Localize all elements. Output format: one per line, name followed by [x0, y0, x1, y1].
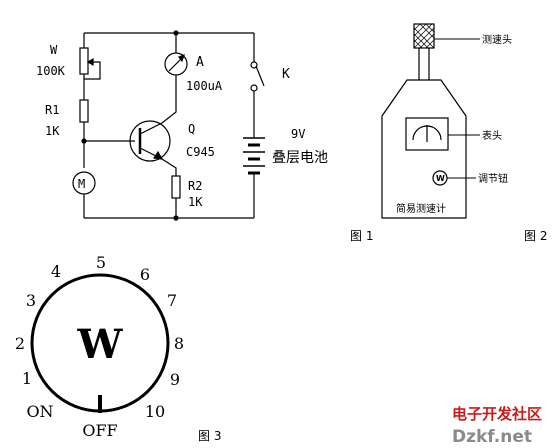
- dial-number-7: 7: [167, 291, 177, 310]
- switch-label: K: [282, 67, 290, 82]
- dial-number-5: 5: [96, 253, 106, 272]
- dial-number-labels: 1 2 34 5 67 8 9 10: [15, 253, 184, 421]
- r1-value: 1K: [45, 124, 60, 138]
- emitter-wire: [161, 158, 177, 176]
- resistor-r2-body: [171, 175, 181, 199]
- knob-label: 调节钮: [478, 172, 508, 185]
- meter-window: [405, 117, 449, 151]
- probe-label: 测速头: [482, 33, 512, 46]
- device-name: 简易测速计: [396, 202, 446, 215]
- dial-number-3: 3: [26, 291, 36, 310]
- dial-number-8: 8: [174, 334, 184, 353]
- ammeter-needle-tip: [178, 53, 185, 63]
- transistor-circle: [129, 120, 171, 162]
- circuit-diagram: [72, 30, 265, 221]
- battery-type: 叠层电池: [272, 150, 328, 166]
- dial-number-9: 9: [170, 370, 180, 389]
- figure-3-label: 图 3: [198, 429, 221, 443]
- dial-number-1: 1: [22, 369, 32, 388]
- potentiometer-arrow: [86, 57, 94, 67]
- transistor-label: Q: [188, 122, 195, 136]
- device-body: [381, 79, 467, 219]
- figure-2-label: 图 2: [524, 229, 547, 243]
- r2-label: R2: [188, 179, 202, 193]
- dial-number-6: 6: [140, 265, 150, 284]
- junction-node: [173, 30, 179, 36]
- transistor-model: C945: [186, 145, 215, 159]
- dial-diagram: W 1 2 34 5 67 8 9 10 ON OFF: [15, 253, 184, 440]
- potentiometer-body: [79, 47, 89, 75]
- switch-lever: [255, 65, 265, 87]
- dial-number-10: 10: [145, 402, 165, 421]
- motor-symbol-text: M: [78, 177, 85, 191]
- collector-wire: [161, 110, 177, 124]
- probe-head-hatching: [413, 23, 435, 49]
- transistor-collector-lead: [139, 122, 163, 135]
- watermark-site: Dzkf.net: [452, 427, 532, 447]
- transistor-emitter-arrow: [152, 150, 164, 160]
- watermark-chinese: 电子开发社区: [452, 405, 542, 423]
- pot-label: W: [50, 43, 58, 57]
- r2-value: 1K: [188, 195, 203, 209]
- resistor-r1-body: [79, 99, 89, 123]
- dial-on-label: ON: [26, 402, 53, 421]
- dial-number-4: 4: [51, 262, 61, 281]
- knob-symbol: W: [436, 174, 445, 183]
- speed-meter-device: [381, 23, 480, 219]
- dial-center-symbol: W: [77, 321, 124, 368]
- ammeter-symbol: A: [196, 55, 204, 70]
- switch-contact: [250, 61, 258, 69]
- site-watermark: 电子开发社区 Dzkf.net: [452, 405, 542, 447]
- r1-label: R1: [45, 103, 59, 117]
- dial-number-2: 2: [15, 334, 25, 353]
- figure-1-label: 图 1: [350, 229, 373, 243]
- switch-contact: [250, 84, 258, 92]
- dial-off-label: OFF: [82, 421, 117, 440]
- ammeter-value: 100uA: [186, 79, 223, 93]
- junction-node: [173, 215, 179, 221]
- potentiometer-wiper: [84, 61, 101, 80]
- battery-voltage: 9V: [291, 127, 305, 141]
- pot-value: 100K: [36, 64, 66, 78]
- meter-label: 表头: [482, 129, 502, 142]
